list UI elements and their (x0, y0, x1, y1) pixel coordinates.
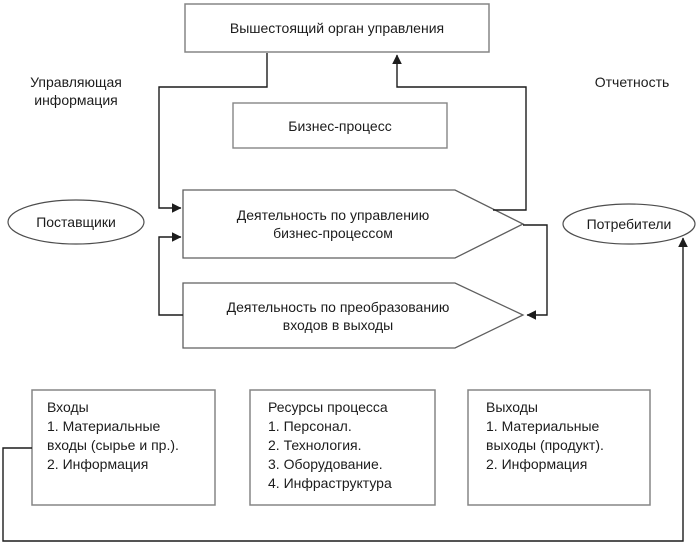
higher-authority-label: Вышестоящий орган управления (229, 20, 445, 36)
transform-activity-label: Деятельность по преобразованию входов в … (183, 292, 493, 340)
consumers-label: Потребители (586, 216, 672, 232)
suppliers-ellipse (7, 199, 145, 245)
outputs-item-2: 2. Информация (486, 456, 588, 472)
inputs-list: Входы 1. Материальные входы (сырье и пр.… (47, 398, 179, 474)
resources-item-2: 2. Технология. (268, 437, 362, 453)
inputs-title: Входы (47, 399, 89, 415)
transform-activity-line1: Деятельность по преобразованию (226, 299, 450, 315)
inputs-item-1: 1. Материальные (47, 418, 161, 434)
resources-item-4: 4. Инфраструктура (268, 475, 392, 491)
io-loop-line (2, 237, 688, 542)
control-info-line1: Управляющая (30, 74, 122, 90)
control-info-line2: информация (34, 92, 118, 108)
outputs-item-1b: выходы (продукт). (486, 437, 604, 453)
inputs-item-1b: входы (сырье и пр.). (47, 437, 179, 453)
resources-item-1: 1. Персонал. (268, 418, 352, 434)
transform-activity-shape (182, 282, 525, 349)
reporting-label: Отчетность (594, 74, 670, 90)
feedback-line (158, 232, 183, 316)
resources-title: Ресурсы процесса (268, 399, 388, 415)
business-process-box (232, 102, 448, 149)
outputs-box (467, 389, 651, 506)
resources-box (249, 389, 436, 506)
management-activity-label: Деятельность по управлению бизнес-процес… (183, 200, 483, 248)
management-activity-line1: Деятельность по управлению (236, 207, 430, 223)
outputs-item-1: 1. Материальные (486, 418, 600, 434)
control-flow-line (158, 53, 268, 213)
resources-list: Ресурсы процесса 1. Персонал. 2. Техноло… (268, 398, 392, 493)
management-activity-shape (182, 189, 525, 259)
resources-item-3: 3. Оборудование. (268, 456, 383, 472)
suppliers-label: Поставщики (36, 214, 116, 230)
transform-activity-line2: входов в выходы (282, 317, 394, 333)
inputs-box (31, 389, 216, 506)
business-process-label: Бизнес-процесс (288, 117, 392, 134)
inputs-item-2: 2. Информация (47, 456, 149, 472)
control-info-label: Управляющая информация (10, 72, 142, 110)
outputs-list: Выходы 1. Материальные выходы (продукт).… (486, 398, 604, 474)
outputs-title: Выходы (486, 399, 538, 415)
reporting-line (392, 54, 527, 211)
higher-authority-box (184, 3, 490, 53)
management-to-transform-line (523, 224, 548, 320)
consumers-ellipse (562, 203, 696, 245)
management-activity-line2: бизнес-процессом (273, 225, 393, 241)
